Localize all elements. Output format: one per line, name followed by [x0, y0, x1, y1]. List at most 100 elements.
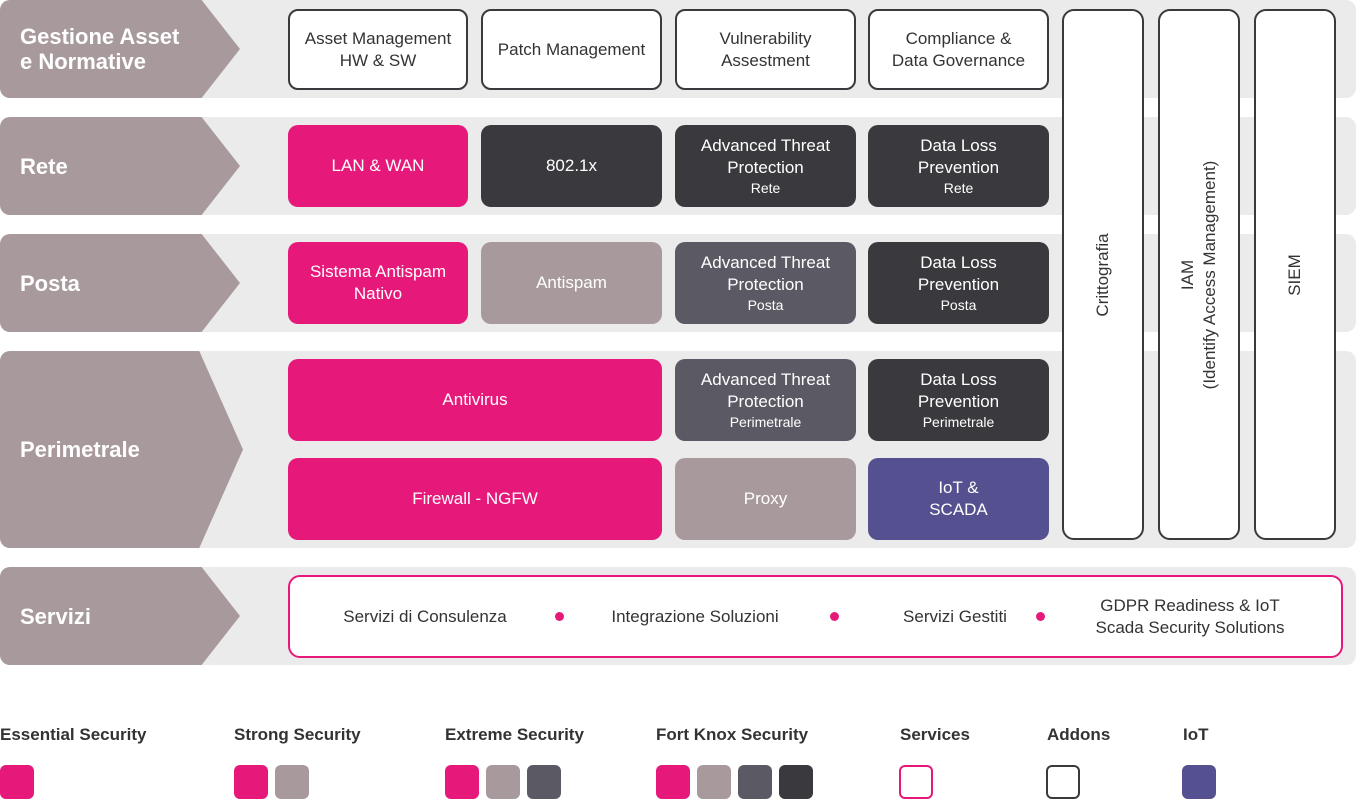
box-antispam-nativo-line2: Nativo [353, 284, 403, 303]
box-atp-rete-line1: Advanced Threat [700, 136, 831, 155]
service-separator-dot [830, 612, 839, 621]
legend-swatch-taupe [697, 765, 731, 799]
row-label-perimetrale: Perimetrale [0, 351, 243, 548]
box-dlp-perimetrale: Data Loss Prevention Perimetrale [868, 359, 1049, 441]
box-lan-wan: LAN & WAN [288, 125, 468, 207]
box-antispam-nativo: Sistema Antispam Nativo [288, 242, 468, 324]
box-antispam: Antispam [481, 242, 662, 324]
legend-swatch-dark [779, 765, 813, 799]
legend-swatch-magenta [234, 765, 268, 799]
row-label-rete: Rete [0, 117, 240, 215]
box-compliance: Compliance & Data Governance [868, 9, 1049, 90]
box-atp-posta-line1: Advanced Threat [700, 253, 831, 272]
vbox-siem: SIEM [1254, 9, 1336, 540]
row-label-rete-text: Rete [20, 153, 68, 179]
box-vulnerability-assessment: Vulnerability Assestment [675, 9, 856, 90]
box-dlp-rete-line1: Data Loss [920, 136, 997, 155]
legend-strong-label: Strong Security [234, 725, 361, 744]
legend-addons-label: Addons [1047, 725, 1111, 744]
box-dlp-rete-line2: Prevention [917, 158, 1000, 177]
legend-swatch-magenta [656, 765, 690, 799]
box-dlp-rete-sub: Rete [943, 180, 974, 196]
legend-essential-label: Essential Security [0, 725, 147, 744]
legend-swatch-taupe [486, 765, 520, 799]
legend-swatch-magenta [445, 765, 479, 799]
legend-swatch-taupe [275, 765, 309, 799]
box-atp-perimetrale-line2: Protection [727, 392, 804, 411]
box-proxy: Proxy [675, 458, 856, 540]
box-atp-posta-sub: Posta [747, 297, 784, 313]
row-label-posta-text: Posta [20, 270, 80, 296]
service-gestiti: Servizi Gestiti [903, 606, 1007, 626]
box-atp-perimetrale-line1: Advanced Threat [700, 370, 831, 389]
service-consulenza: Servizi di Consulenza [343, 606, 507, 626]
row-label-gestione-line2: e Normative [20, 49, 146, 74]
vbox-crittografia-label: Crittografia [1092, 233, 1114, 316]
box-atp-rete: Advanced Threat Protection Rete [675, 125, 856, 207]
service-separator-dot [1036, 612, 1045, 621]
box-dlp-posta-line1: Data Loss [920, 253, 997, 272]
row-label-posta: Posta [0, 234, 240, 332]
box-dlp-posta: Data Loss Prevention Posta [868, 242, 1049, 324]
box-asset-management: Asset Management HW & SW [288, 9, 468, 90]
box-iot-line2: SCADA [929, 500, 988, 519]
box-firewall-line1: Firewall - NGFW [412, 489, 538, 508]
box-atp-perimetrale: Advanced Threat Protection Perimetrale [675, 359, 856, 441]
legend-services-label: Services [900, 725, 970, 744]
box-vulnerability-line2: Assestment [721, 50, 810, 70]
box-dlp-posta-line2: Prevention [917, 275, 1000, 294]
vbox-crittografia-line1: Crittografia [1093, 232, 1112, 317]
box-dlp-perimetrale-sub: Perimetrale [922, 414, 995, 430]
row-label-gestione: Gestione Asset e Normative [0, 0, 240, 98]
box-dlp-posta-sub: Posta [940, 297, 977, 313]
box-antispam-line1: Antispam [536, 273, 607, 292]
legend-swatch-addons [1046, 765, 1080, 799]
box-antivirus-line1: Antivirus [442, 390, 508, 409]
box-patch-management: Patch Management [481, 9, 662, 90]
box-patch-management-line1: Patch Management [497, 39, 646, 59]
vbox-iam-line2: (Identify Access Management) [1200, 160, 1219, 389]
box-8021x: 802.1x [481, 125, 662, 207]
box-firewall-ngfw: Firewall - NGFW [288, 458, 662, 540]
row-label-gestione-line1: Gestione Asset [20, 24, 180, 49]
vbox-iam: IAM (Identify Access Management) [1158, 9, 1240, 540]
box-antispam-nativo-line1: Sistema Antispam [309, 262, 447, 281]
box-asset-management-line2: HW & SW [339, 50, 417, 70]
box-compliance-line2: Data Governance [891, 50, 1026, 70]
legend-fortknox-label: Fort Knox Security [656, 725, 809, 744]
legend-swatch-services [899, 765, 933, 799]
legend-extreme-label: Extreme Security [445, 725, 584, 744]
legend-swatch-slate [527, 765, 561, 799]
legend-swatch-slate [738, 765, 772, 799]
services-box: Servizi di Consulenza Integrazione Soluz… [288, 575, 1343, 658]
box-dlp-perimetrale-line1: Data Loss [920, 370, 997, 389]
box-lan-wan-line1: LAN & WAN [331, 156, 425, 175]
box-proxy-line1: Proxy [743, 489, 788, 508]
service-gdpr: GDPR Readiness & IoT Scada Security Solu… [1060, 577, 1320, 656]
row-label-perimetrale-text: Perimetrale [20, 437, 140, 462]
box-atp-posta: Advanced Threat Protection Posta [675, 242, 856, 324]
box-vulnerability-line1: Vulnerability [719, 28, 812, 48]
legend-iot-label: IoT [1183, 725, 1209, 744]
box-atp-rete-line2: Protection [727, 158, 804, 177]
box-antivirus: Antivirus [288, 359, 662, 441]
legend-swatch-iot [1182, 765, 1216, 799]
vbox-crittografia: Crittografia [1062, 9, 1144, 540]
vbox-iam-line1: IAM [1178, 259, 1197, 290]
box-asset-management-line1: Asset Management [304, 28, 452, 48]
box-compliance-line1: Compliance & [905, 28, 1012, 48]
box-dlp-rete: Data Loss Prevention Rete [868, 125, 1049, 207]
service-gdpr-line1: GDPR Readiness & IoT [1100, 595, 1280, 615]
vbox-siem-label: SIEM [1284, 254, 1306, 296]
box-iot-scada: IoT & SCADA [868, 458, 1049, 540]
box-atp-perimetrale-sub: Perimetrale [729, 414, 802, 430]
box-dlp-perimetrale-line2: Prevention [917, 392, 1000, 411]
service-separator-dot [555, 612, 564, 621]
service-gdpr-line2: Scada Security Solutions [1095, 617, 1285, 637]
box-8021x-line1: 802.1x [545, 156, 598, 175]
row-label-servizi-text: Servizi [20, 603, 91, 629]
vbox-iam-label: IAM (Identify Access Management) [1177, 160, 1221, 389]
legend-swatch-magenta [0, 765, 34, 799]
vbox-siem-line1: SIEM [1285, 253, 1304, 296]
row-label-servizi: Servizi [0, 567, 240, 665]
